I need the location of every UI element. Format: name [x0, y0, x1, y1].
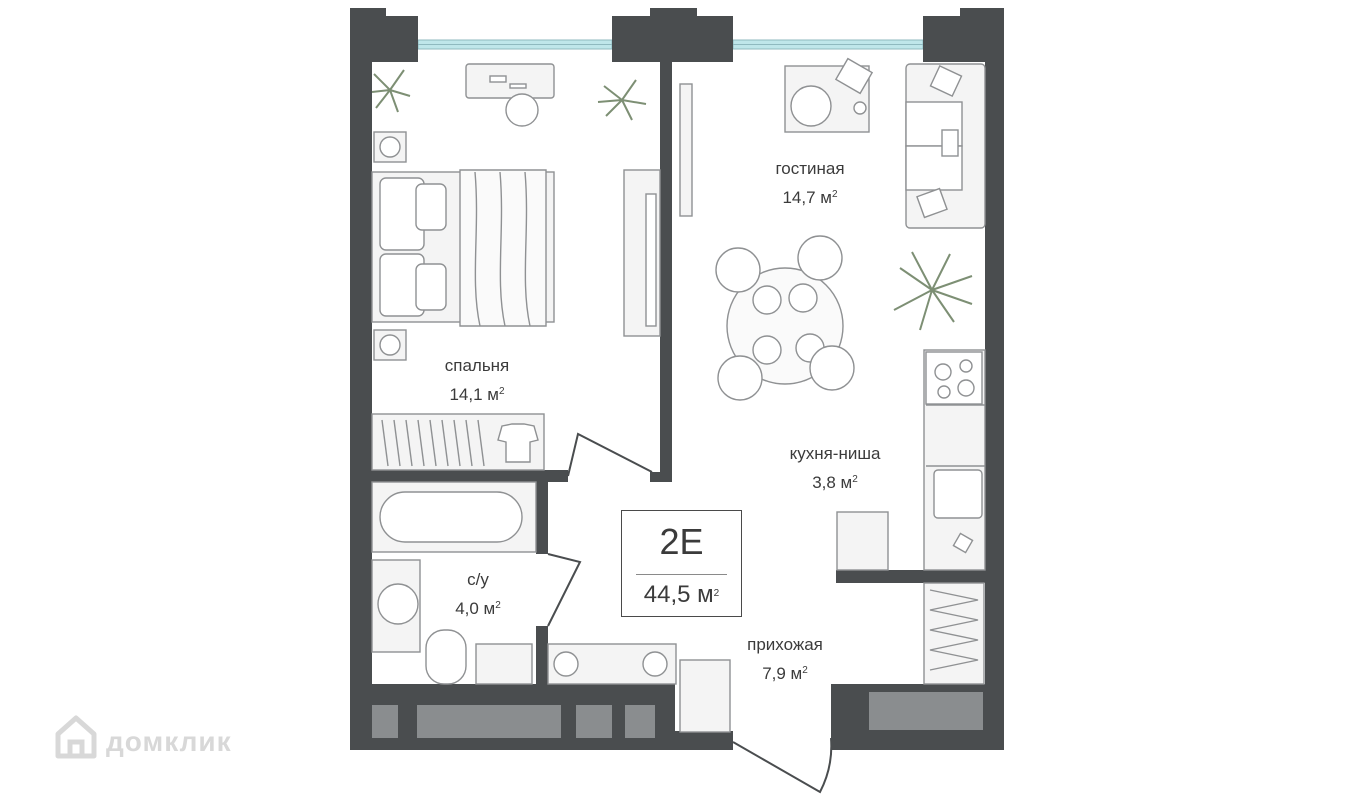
room-name: гостиная — [775, 159, 845, 178]
bottom-windows — [372, 692, 983, 738]
room-label-bathroom: с/у 4,0 м2 — [428, 567, 528, 622]
apartment-code: 2E — [659, 521, 704, 562]
room-area: 14,7 м2 — [782, 188, 838, 207]
hallway-furniture — [679, 582, 985, 733]
plants — [371, 69, 973, 331]
bedroom-furniture — [371, 63, 661, 471]
bathroom-furniture — [371, 481, 677, 685]
room-label-hallway: прихожая 7,9 м2 — [720, 632, 850, 687]
room-name: с/у — [467, 570, 489, 589]
badge-divider — [636, 574, 727, 575]
watermark-text: домклик — [106, 726, 232, 757]
inner-walls — [372, 62, 985, 692]
room-area: 7,9 м2 — [762, 664, 808, 683]
room-label-living: гостиная 14,7 м2 — [745, 156, 875, 211]
living-furniture — [679, 57, 986, 401]
room-label-bedroom: спальня 14,1 м2 — [412, 353, 542, 408]
room-area: 4,0 м2 — [455, 599, 501, 618]
room-name: спальня — [444, 356, 510, 375]
room-area: 14,1 м2 — [449, 385, 505, 404]
room-area: 3,8 м2 — [812, 473, 858, 492]
doors — [547, 432, 833, 794]
room-label-kitchen: кухня-ниша 3,8 м2 — [760, 441, 910, 496]
room-name: прихожая — [747, 635, 823, 654]
room-name: кухня-ниша — [789, 444, 881, 463]
apartment-badge: 2E 44,5 м2 — [621, 510, 742, 617]
apartment-total-area: 44,5 м2 — [643, 581, 720, 608]
house-logo-icon — [55, 715, 97, 759]
kitchen-furniture — [836, 349, 986, 571]
